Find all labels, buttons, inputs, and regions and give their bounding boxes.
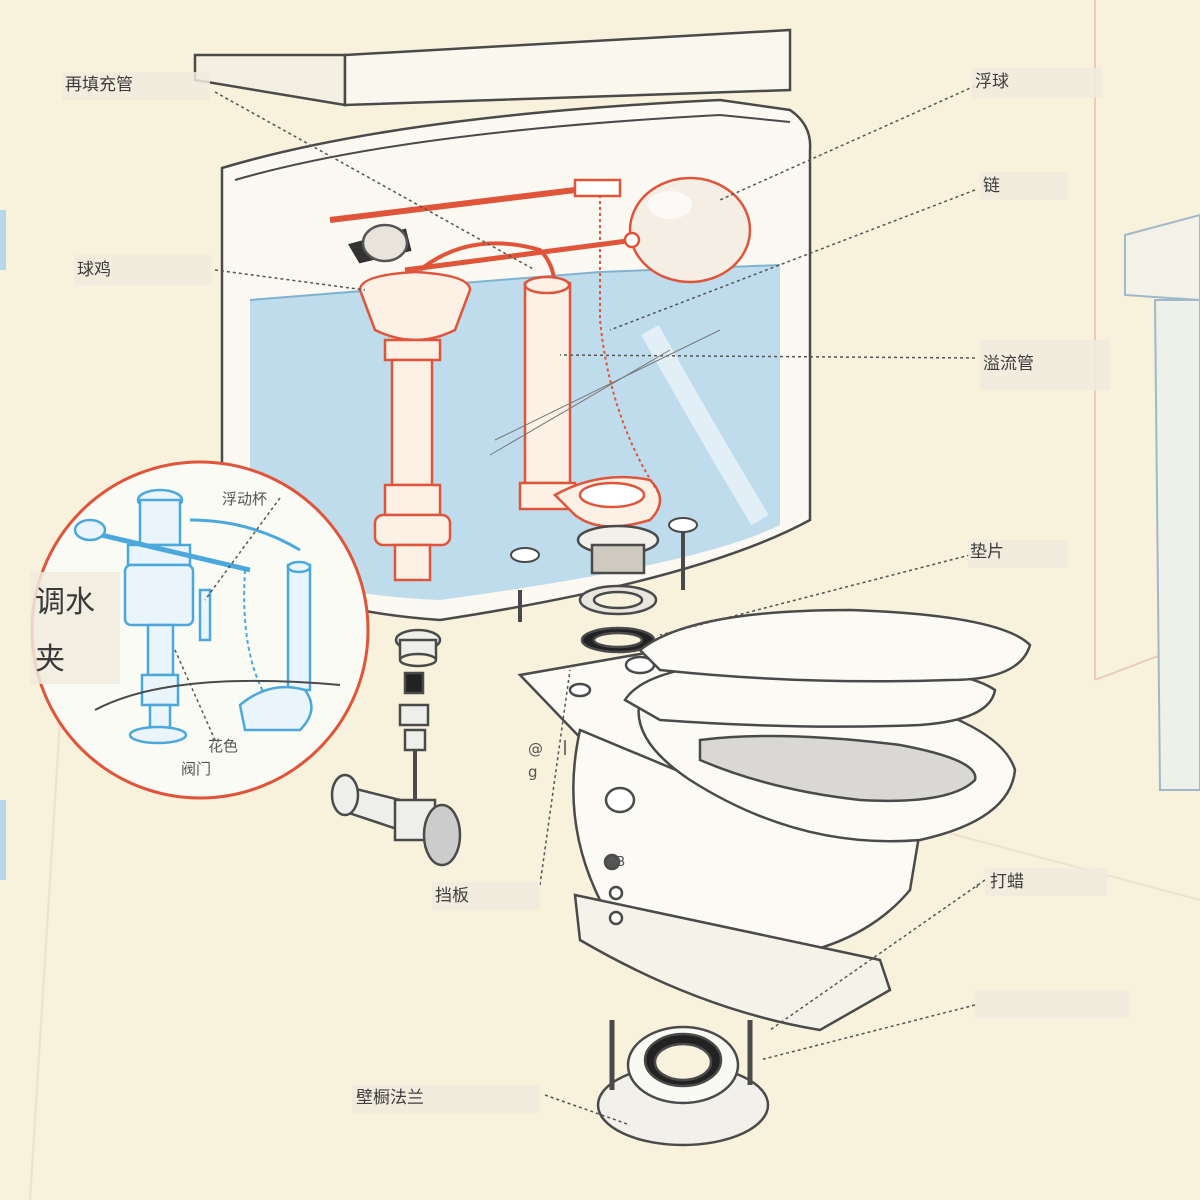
- float-ball-shape: [623, 176, 752, 284]
- label-chip: [980, 340, 1110, 390]
- label-chip: [980, 172, 1068, 200]
- label-chip: [352, 1085, 540, 1113]
- fill-valve-inset: [73, 488, 313, 745]
- left-edge-mark: [0, 210, 6, 270]
- tank-lid: [193, 28, 792, 107]
- label-gasket: 垫片: [970, 542, 1004, 562]
- label-overflow-tube: 溢流管: [983, 354, 1034, 374]
- label-shutoff-2: 阀门: [181, 760, 212, 778]
- label-chip: [30, 572, 120, 684]
- label-chip: [985, 868, 1107, 896]
- inset-detail: [30, 460, 370, 800]
- flush-mechanism: [329, 178, 662, 582]
- label-mark-bolt: 4B: [608, 855, 626, 870]
- leader-lines: [174, 85, 986, 1126]
- closet-flange: [596, 1020, 770, 1147]
- label-wax: 打蜡: [990, 872, 1024, 892]
- label-chip: [62, 72, 210, 100]
- label-adjust-clip-1: 调水: [35, 585, 95, 620]
- label-refill-tube: 再填充管: [65, 75, 133, 95]
- label-ballcock: 球鸡: [77, 260, 111, 280]
- label-mark-g: g: [528, 763, 538, 781]
- label-shutoff-1: 花色: [208, 737, 239, 755]
- label-chain: 链: [983, 176, 1000, 196]
- label-mark-at: @: [528, 740, 543, 758]
- label-baffle: 挡板: [435, 886, 469, 906]
- label-chip: [975, 990, 1130, 1018]
- side-cabinet: [1124, 213, 1200, 791]
- label-chip: [432, 882, 540, 910]
- left-edge-mark-2: [0, 800, 6, 880]
- dimension-lines: [489, 329, 721, 755]
- toilet-seat: [623, 608, 1032, 843]
- label-comma: ,: [975, 872, 980, 890]
- label-chip: [74, 255, 212, 285]
- supply-line: [330, 628, 462, 867]
- label-closet-flange: 壁橱法兰: [356, 1088, 424, 1108]
- label-float-cup: 浮动杯: [222, 490, 268, 508]
- flush-valve-parts: [576, 524, 660, 654]
- label-chip: [968, 540, 1068, 568]
- label-adjust-clip-2: 夹: [35, 642, 65, 677]
- label-float-ball: 浮球: [975, 72, 1009, 92]
- label-chip: [972, 68, 1102, 98]
